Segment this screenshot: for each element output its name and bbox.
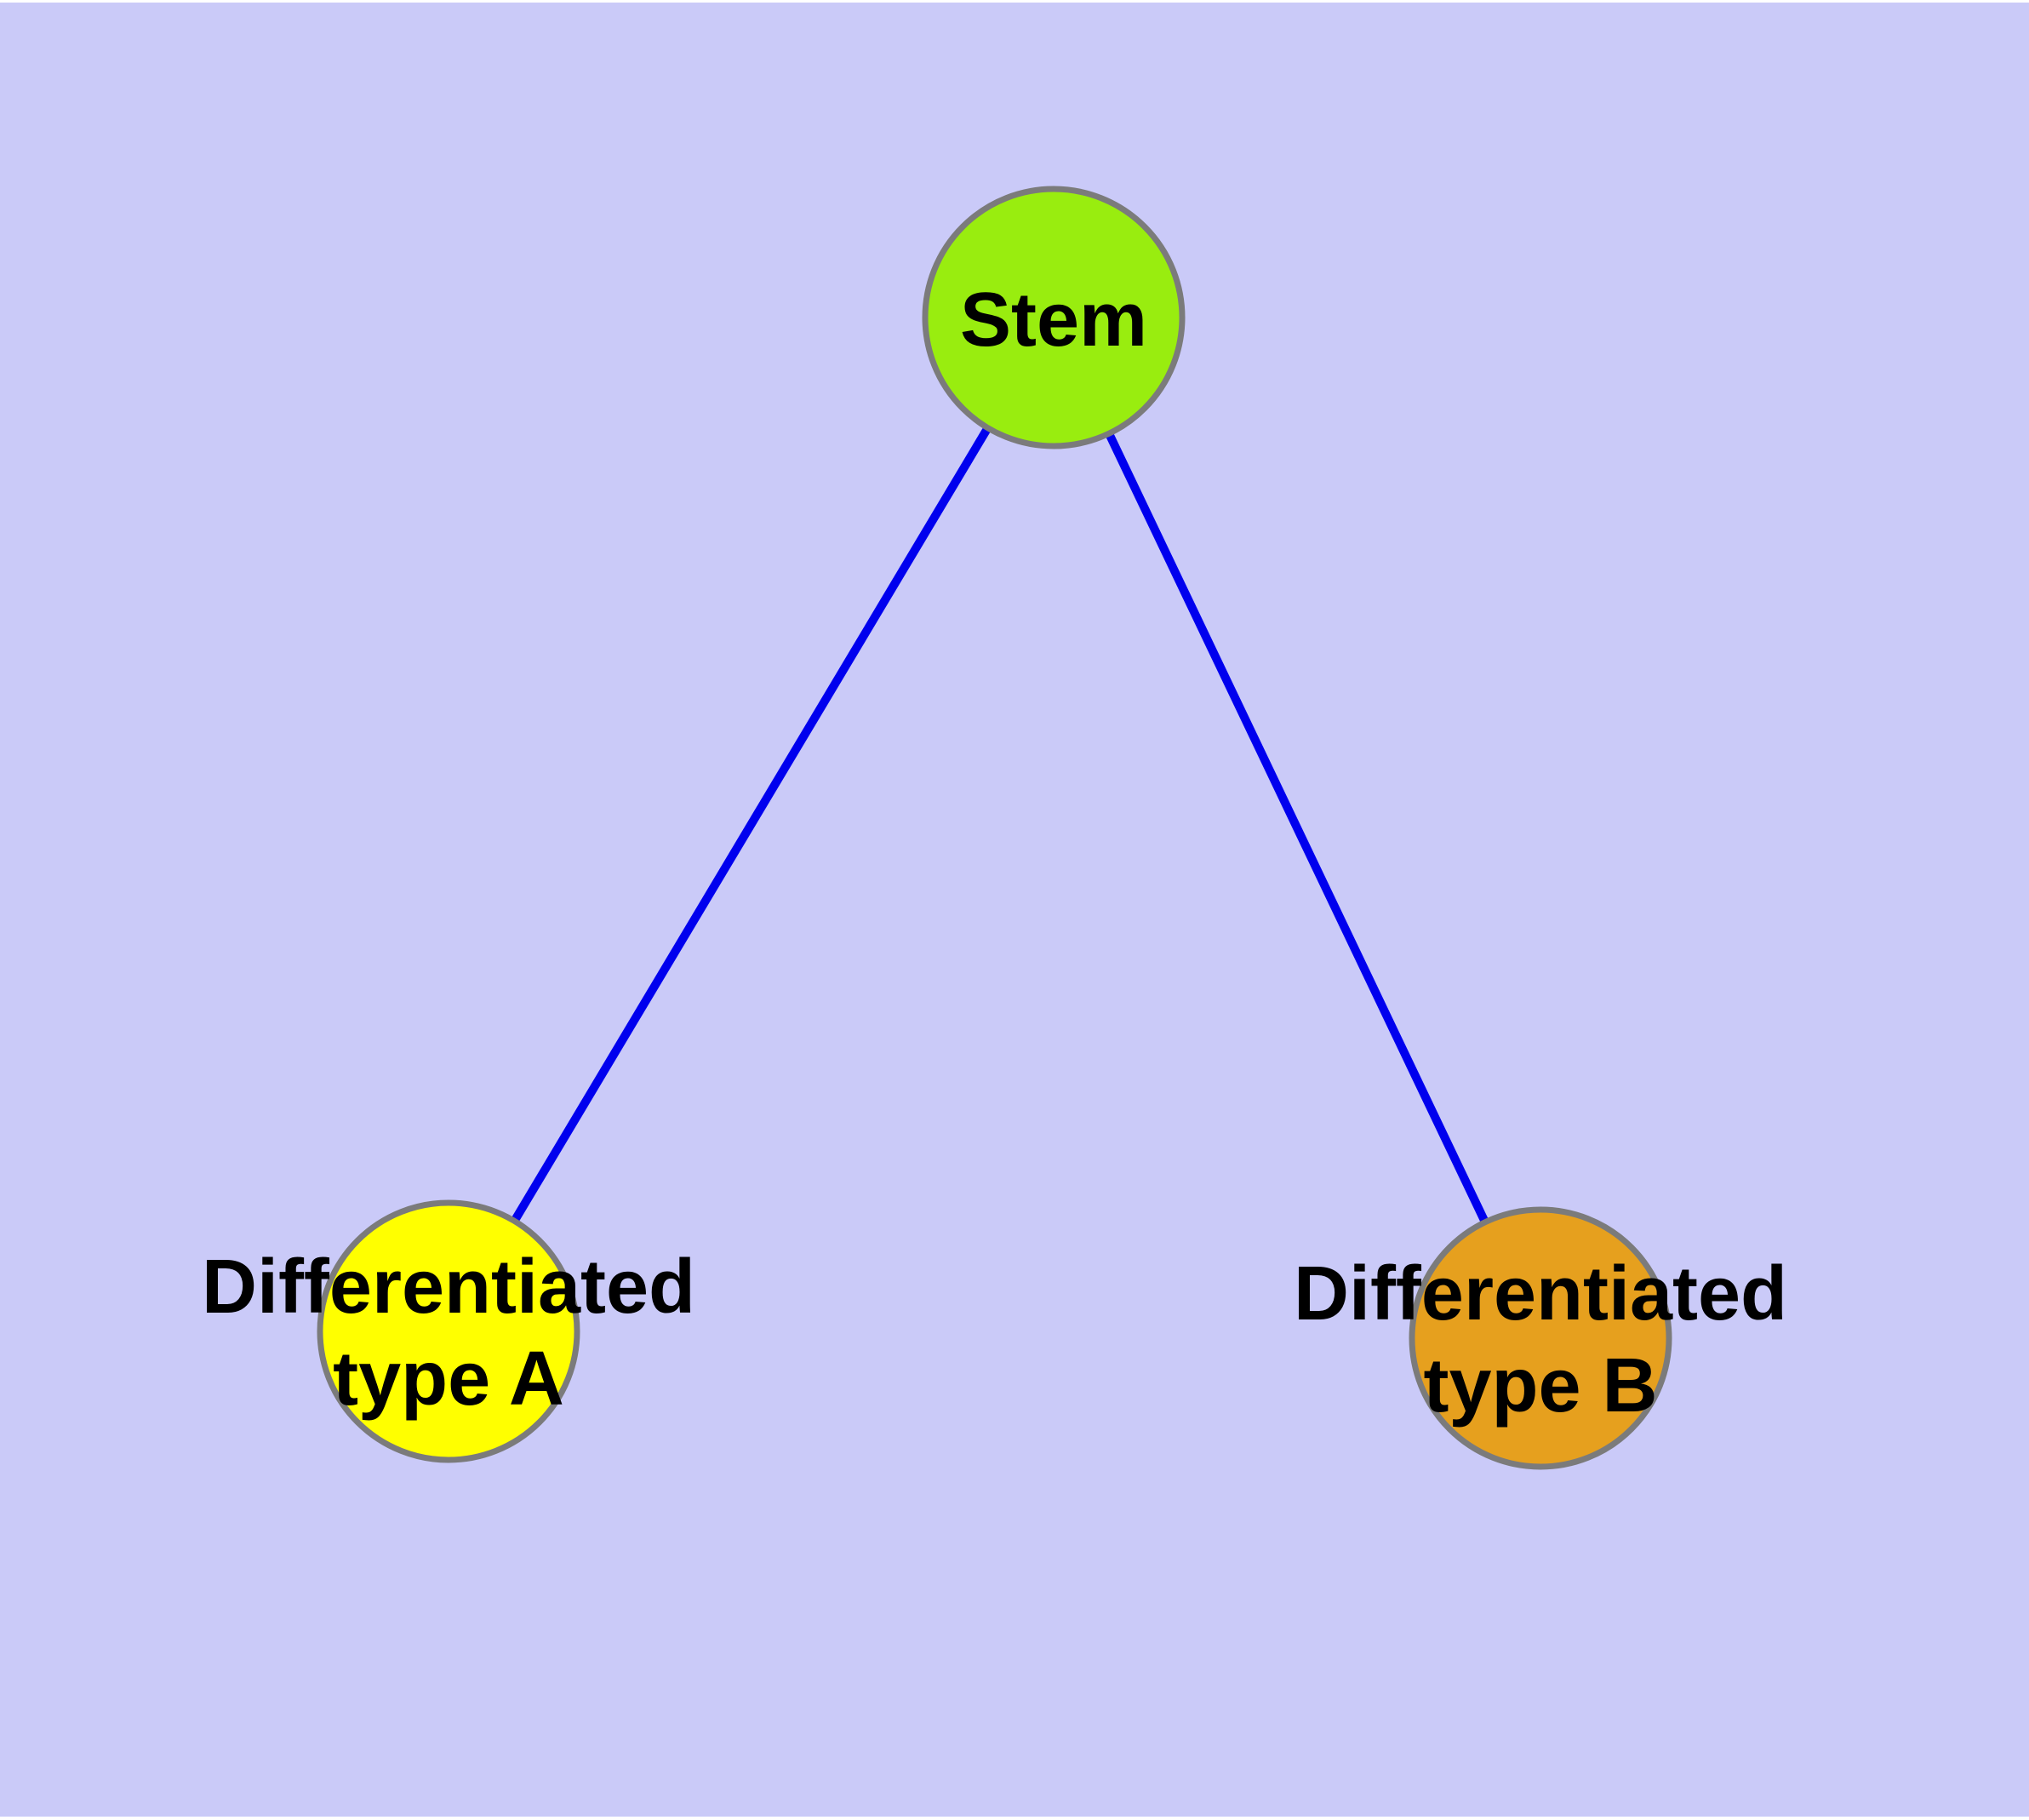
edge-stem-to-type-a xyxy=(444,315,1058,1334)
node-stem-label: Stem xyxy=(960,278,1147,363)
node-type-a-circle xyxy=(317,1199,580,1463)
node-type-a-label-line1: Differentiated xyxy=(202,1245,695,1330)
node-type-b-circle xyxy=(1409,1206,1672,1470)
node-type-b-label-line2: type B xyxy=(1423,1343,1657,1428)
edge-stem-to-type-b xyxy=(1049,315,1545,1341)
node-type-a-label-line2: type A xyxy=(333,1336,564,1422)
node-type-b-label-line1: Differentiated xyxy=(1294,1251,1787,1336)
node-stem-circle xyxy=(922,186,1186,449)
